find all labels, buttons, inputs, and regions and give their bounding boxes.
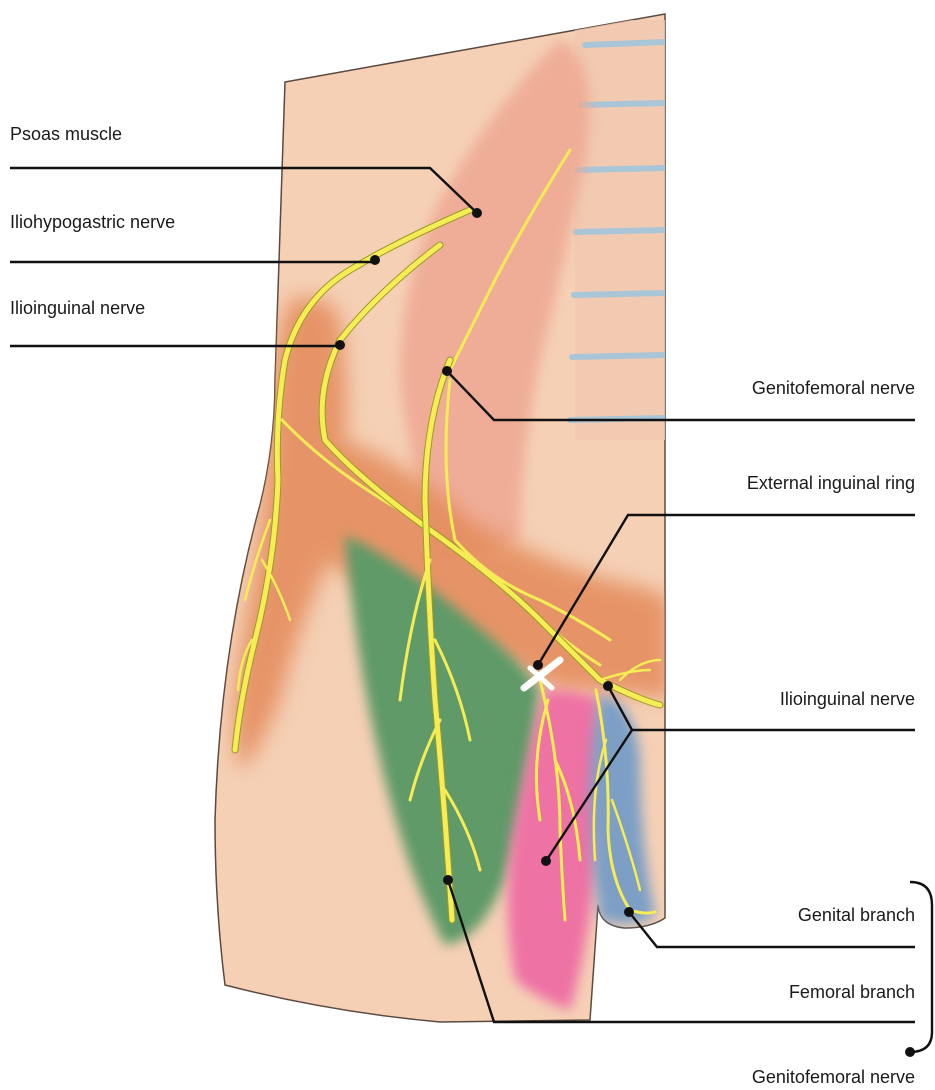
- dot-bracket-genitofemoral: [905, 1047, 915, 1057]
- dot-ilioinguinal-nerve-upper: [335, 340, 345, 350]
- label-iliohypogastric-nerve: Iliohypogastric nerve: [10, 212, 175, 232]
- label-genitofemoral-nerve-upper: Genitofemoral nerve: [752, 378, 915, 398]
- label-ilioinguinal-nerve-upper: Ilioinguinal nerve: [10, 298, 145, 318]
- dot-ilioinguinal-nerve-lower-a: [603, 681, 613, 691]
- dot-iliohypogastric-nerve: [370, 255, 380, 265]
- dot-external-inguinal-ring: [533, 660, 543, 670]
- label-external-inguinal-ring: External inguinal ring: [747, 473, 915, 493]
- dot-femoral-branch: [443, 875, 453, 885]
- label-psoas-muscle: Psoas muscle: [10, 124, 122, 144]
- dot-genital-branch: [624, 907, 634, 917]
- dot-genitofemoral-nerve-upper: [442, 366, 452, 376]
- label-femoral-branch: Femoral branch: [789, 982, 915, 1002]
- label-genitofemoral-nerve-lower: Genitofemoral nerve: [752, 1067, 915, 1087]
- dot-ilioinguinal-nerve-lower-b: [541, 856, 551, 866]
- label-genital-branch: Genital branch: [798, 905, 915, 925]
- dot-psoas-muscle: [472, 208, 482, 218]
- label-ilioinguinal-nerve-lower: Ilioinguinal nerve: [780, 689, 915, 709]
